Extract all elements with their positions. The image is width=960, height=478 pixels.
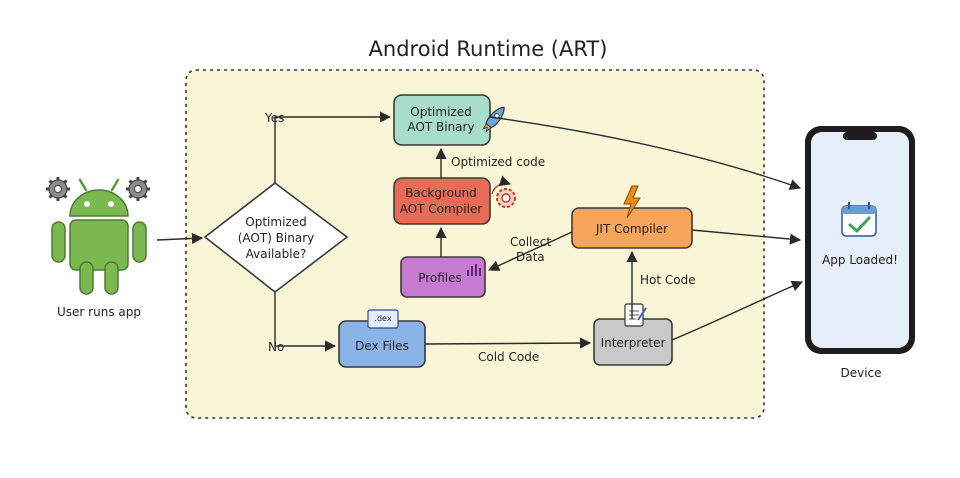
optimized-binary-line-1: Optimized (410, 105, 471, 119)
decision-line-2: (AOT) Binary (238, 231, 315, 245)
dex-files-label: Dex Files (355, 339, 409, 353)
no-label: No (268, 340, 284, 354)
jit-compiler-label: JIT Compiler (595, 222, 668, 236)
interpreter-node: Interpreter (593, 303, 673, 366)
yes-label: Yes (264, 111, 284, 125)
edge-dex-to-interpreter (424, 337, 592, 349)
gear-icon (46, 177, 70, 201)
actor-label: User runs app (57, 305, 141, 319)
folder-icon: .dex (367, 309, 399, 329)
background-compiler-line-1: Background (405, 186, 477, 200)
dex-badge: .dex (374, 314, 391, 323)
hot-code-label: Hot Code (640, 273, 696, 287)
profiles-label: Profiles (418, 271, 462, 285)
edge-no (274, 292, 337, 352)
calendar-check-icon (841, 202, 877, 237)
device-screen-text: App Loaded! (822, 253, 898, 267)
optimized-code-label: Optimized code (451, 155, 545, 169)
lightning-icon (623, 185, 641, 219)
interpreter-label: Interpreter (601, 336, 666, 350)
collect-data-label-2: Data (516, 250, 545, 264)
gear-icon (126, 177, 150, 201)
jit-compiler-node: JIT Compiler (571, 185, 693, 249)
decision-line-3: Available? (246, 247, 307, 261)
gear-icon (491, 175, 516, 208)
edge-binary-to-device (489, 116, 802, 190)
device-phone: App Loaded! (805, 126, 915, 354)
cold-code-label: Cold Code (478, 350, 539, 364)
edge-interpreter-to-device (671, 280, 804, 341)
dex-files-node: Dex Files .dex (338, 309, 426, 368)
android-robot-icon (46, 177, 150, 295)
bar-chart-icon (467, 264, 481, 276)
edge-jit-to-profiles (487, 231, 573, 271)
optimized-aot-binary-node: Optimized AOT Binary (393, 94, 505, 146)
edge-user-to-decision (156, 232, 204, 245)
edges (156, 111, 804, 352)
optimized-binary-line-2: AOT Binary (407, 120, 474, 134)
collect-data-label-1: Collect (510, 235, 551, 249)
background-aot-compiler-node: Background AOT Compiler (393, 175, 516, 225)
notepad-icon (624, 303, 647, 327)
background-compiler-line-2: AOT Compiler (400, 202, 483, 216)
device-caption: Device (840, 366, 881, 380)
decision-node: Optimized (AOT) Binary Available? (203, 181, 349, 294)
edge-jit-to-device (691, 229, 802, 245)
diagram-title: Android Runtime (ART) (369, 37, 608, 61)
edge-yes (274, 111, 392, 183)
decision-line-1: Optimized (245, 215, 306, 229)
profiles-node: Profiles (400, 256, 486, 298)
